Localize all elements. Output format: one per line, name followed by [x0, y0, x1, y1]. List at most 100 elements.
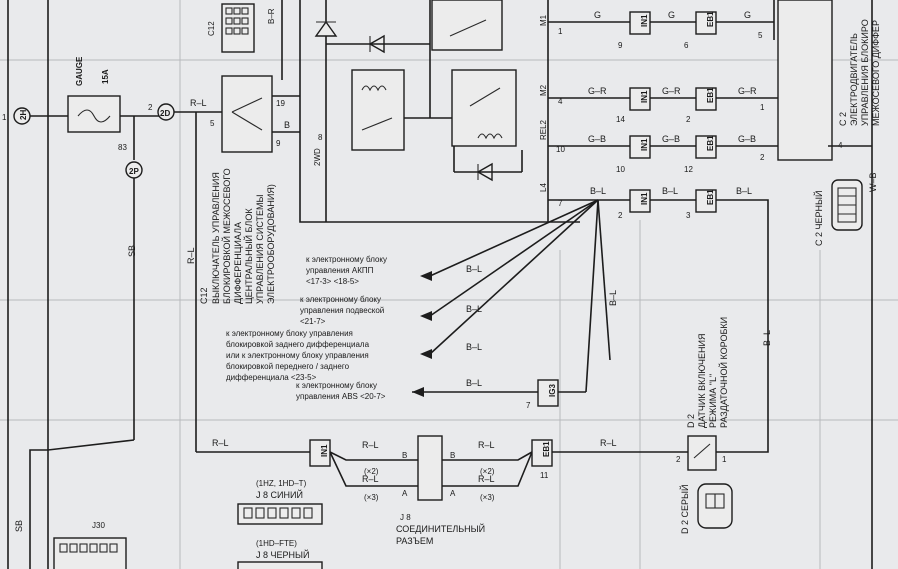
connector-ig3 — [537, 379, 559, 407]
svg-text:D 2: D 2 — [686, 414, 696, 428]
svg-text:к электронному блоку: к электронному блоку — [300, 295, 381, 304]
d2-gray-label: D 2 СЕРЫЙ — [679, 485, 690, 534]
connector-eb1-gr — [695, 87, 717, 111]
wire-label-rl-d2: R–L — [600, 438, 617, 448]
arrow-susp — [420, 311, 432, 321]
joint-j8-desc-2: РАЗЪЕМ — [396, 536, 433, 546]
svg-text:EB1: EB1 — [706, 135, 715, 151]
svg-text:11: 11 — [540, 471, 549, 480]
svg-text:C12: C12 — [199, 287, 209, 304]
j8-blue-label: J 8 СИНИЙ — [256, 489, 303, 500]
svg-text:IN1: IN1 — [320, 444, 329, 457]
connector-in1-gb — [629, 135, 651, 159]
svg-text:IN1: IN1 — [640, 90, 649, 103]
svg-text:РАЗДАТОЧНОЙ КОРОБКИ: РАЗДАТОЧНОЙ КОРОБКИ — [718, 317, 729, 428]
svg-text:A: A — [402, 489, 408, 498]
svg-text:БЛОКИРОВКОЙ МЕЖОСЕВОГО: БЛОКИРОВКОЙ МЕЖОСЕВОГО — [221, 168, 232, 304]
c2-description: C 2 ЭЛЕКТРОДВИГАТЕЛЬ УПРАВЛЕНИЯ БЛОКИРО … — [838, 19, 881, 126]
diode-1 — [314, 20, 338, 37]
wire-label-sb-2: SB — [14, 520, 24, 532]
arrow-akpp — [420, 271, 432, 281]
ecu-pin-4: 4 — [558, 97, 563, 106]
connector-eb1-gb — [695, 135, 717, 159]
svg-text:B: B — [450, 451, 455, 460]
svg-text:(×3): (×3) — [364, 493, 379, 502]
svg-text:1: 1 — [760, 103, 765, 112]
pin-9-switch: 9 — [276, 139, 281, 148]
connector-in1-bl — [629, 189, 651, 213]
wire-label-rl-bottom: R–L — [212, 438, 229, 448]
fuse-rating: 15A — [101, 69, 110, 84]
svg-text:5: 5 — [758, 31, 763, 40]
wire-label-bl-susp: B–L — [466, 304, 482, 314]
svg-text:2: 2 — [618, 211, 623, 220]
svg-text:МЕЖОСЕВОГО ДИФФЕР: МЕЖОСЕВОГО ДИФФЕР — [871, 20, 881, 126]
svg-text:дифференциала <23-5>: дифференциала <23-5> — [226, 373, 317, 382]
relay-m2-coil — [477, 133, 503, 140]
connector-eb1-bl — [695, 189, 717, 213]
wire-label-bl-abs: B–L — [466, 378, 482, 388]
connector-in1-g — [629, 11, 651, 35]
svg-text:IG3: IG3 — [548, 384, 557, 397]
svg-text:(×2): (×2) — [480, 467, 495, 476]
pin-83: 83 — [118, 143, 127, 152]
junction-2p-label: 2P — [129, 167, 139, 176]
wire-label-bl-diff: B–L — [466, 342, 482, 352]
svg-text:к электронному блоку: к электронному блоку — [296, 381, 377, 390]
j30-label: J30 — [92, 521, 105, 530]
wire-label-rl-vertical: R–L — [186, 247, 196, 264]
svg-text:9: 9 — [618, 41, 623, 50]
wire-label-gb-3: G–B — [738, 134, 756, 144]
j8-black-label: J 8 ЧЕРНЫЙ — [256, 549, 309, 560]
wire-label-sb: SB — [127, 245, 137, 257]
wire-label-rl-j8b: R–L — [362, 474, 379, 484]
fuse-box — [67, 95, 121, 133]
svg-text:ВЫКЛЮЧАТЕЛЬ УПРАВЛЕНИЯ: ВЫКЛЮЧАТЕЛЬ УПРАВЛЕНИЯ — [211, 172, 221, 304]
note-abs: к электронному блоку управления ABS <20-… — [296, 381, 386, 401]
relay-m1 — [431, 0, 503, 51]
c12-description: C12 ВЫКЛЮЧАТЕЛЬ УПРАВЛЕНИЯ БЛОКИРОВКОЙ М… — [199, 168, 276, 304]
wire-label-bl-vert: B–L — [762, 330, 772, 346]
note-suspension: к электронному блоку управления подвеско… — [300, 295, 384, 326]
wire-label-bl-1: B–L — [590, 186, 606, 196]
svg-text:<17-3> <18-5>: <17-3> <18-5> — [306, 277, 359, 286]
wire-label-gb-2: G–B — [662, 134, 680, 144]
label-l4: L4 — [539, 183, 548, 192]
c12-switch-blade — [231, 97, 263, 113]
svg-text:12: 12 — [684, 165, 693, 174]
wire-label-g-1: G — [594, 10, 601, 20]
relay-m2 — [451, 69, 517, 147]
svg-text:7: 7 — [526, 401, 531, 410]
svg-text:14: 14 — [616, 115, 625, 124]
wire-label-bl-3: B–L — [736, 186, 752, 196]
svg-text:IN1: IN1 — [640, 14, 649, 27]
c2-black-label: C 2 ЧЕРНЫЙ — [813, 191, 824, 246]
wire-label-b: B — [284, 120, 290, 130]
junction-2d-pin: 2 — [148, 103, 153, 112]
fuse-label: GAUGE — [75, 56, 84, 86]
wire-label-rl: R–L — [190, 98, 207, 108]
svg-text:ЭЛЕКТРОДВИГАТЕЛЬ: ЭЛЕКТРОДВИГАТЕЛЬ — [849, 33, 859, 126]
wire-label-br: B–R — [267, 8, 276, 24]
wire-label-g-3: G — [744, 10, 751, 20]
c12-switch-blade-2 — [231, 111, 263, 131]
svg-text:2: 2 — [686, 115, 691, 124]
label-m2: M2 — [539, 84, 548, 96]
svg-text:B: B — [402, 451, 407, 460]
bl-fanout — [412, 199, 611, 393]
svg-text:(×3): (×3) — [480, 493, 495, 502]
junction-2h-pin: 1 — [2, 113, 7, 122]
label-m1: M1 — [539, 14, 548, 26]
j8-engine-note: (1HZ, 1HD–T) — [256, 479, 307, 488]
j8-engine2-note: (1HD–FTE) — [256, 539, 297, 548]
wire-label-g-2: G — [668, 10, 675, 20]
svg-text:2: 2 — [760, 153, 765, 162]
svg-text:к электронному блоку управлени: к электронному блоку управления — [226, 329, 353, 338]
j30-connector-icon — [53, 537, 127, 569]
junction-2h-label: 2H — [19, 110, 28, 120]
wire-label-gr-3: G–R — [738, 86, 757, 96]
wire-label-gr-2: G–R — [662, 86, 681, 96]
pin-19: 19 — [276, 99, 285, 108]
relay-1 — [351, 69, 405, 151]
svg-text:к электронному блоку: к электронному блоку — [306, 255, 387, 264]
